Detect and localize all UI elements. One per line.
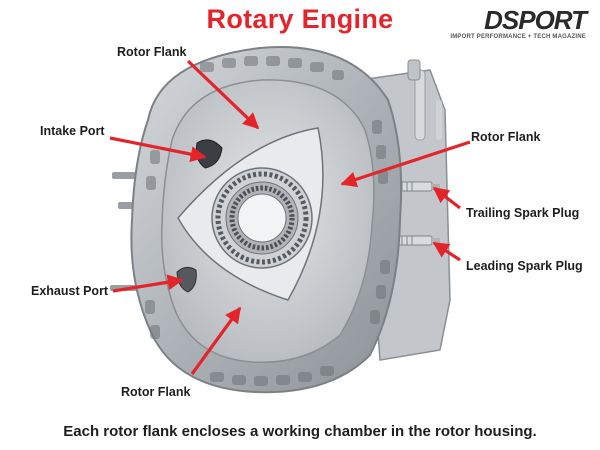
diagram-caption: Each rotor flank encloses a working cham…	[63, 423, 537, 440]
logo-wordmark: DSPORT	[484, 5, 587, 35]
logo-tagline: IMPORT PERFORMANCE + TECH MAGAZINE	[450, 34, 586, 40]
label-rotor-flank-right: Rotor Flank	[471, 130, 541, 144]
label-rotor-flank-bottom: Rotor Flank	[121, 385, 191, 399]
arrow-exhaust-port	[112, 274, 184, 293]
arrow-intake-port	[109, 136, 207, 163]
label-intake-port: Intake Port	[40, 124, 105, 138]
label-exhaust-port: Exhaust Port	[31, 284, 109, 298]
diagram-title: Rotary Engine	[206, 4, 394, 34]
leader-arrows	[109, 59, 471, 375]
label-leading-spark-plug: Leading Spark Plug	[466, 259, 583, 273]
trailing-spark-plug-icon	[397, 181, 440, 192]
arrow-rotor-flank-top	[186, 59, 260, 130]
brand-logo: DSPORT IMPORT PERFORMANCE + TECH MAGAZIN…	[450, 5, 587, 40]
arrow-rotor-flank-right	[340, 140, 471, 188]
rotor	[177, 127, 324, 301]
arrow-rotor-flank-bottom	[190, 306, 242, 375]
label-rotor-flank-top: Rotor Flank	[117, 45, 187, 59]
arrow-leading-spark-plug	[432, 241, 461, 262]
arrow-trailing-spark-plug	[432, 186, 461, 210]
label-trailing-spark-plug: Trailing Spark Plug	[466, 206, 580, 220]
